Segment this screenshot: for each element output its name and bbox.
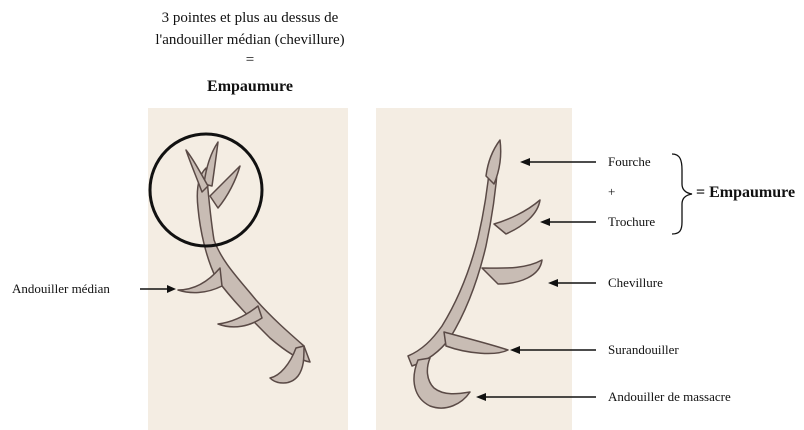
- label-andouiller-median: Andouiller médian: [12, 281, 110, 297]
- left-panel-background: [148, 108, 348, 430]
- label-trochure: Trochure: [608, 214, 655, 230]
- label-plus: +: [608, 184, 615, 200]
- label-surandouiller: Surandouiller: [608, 342, 679, 358]
- label-andouiller-massacre: Andouiller de massacre: [608, 389, 731, 405]
- label-empaumure: = Empaumure: [696, 184, 795, 202]
- label-fourche: Fourche: [608, 154, 651, 170]
- label-chevillure: Chevillure: [608, 275, 663, 291]
- empaumure-brace: [672, 154, 692, 234]
